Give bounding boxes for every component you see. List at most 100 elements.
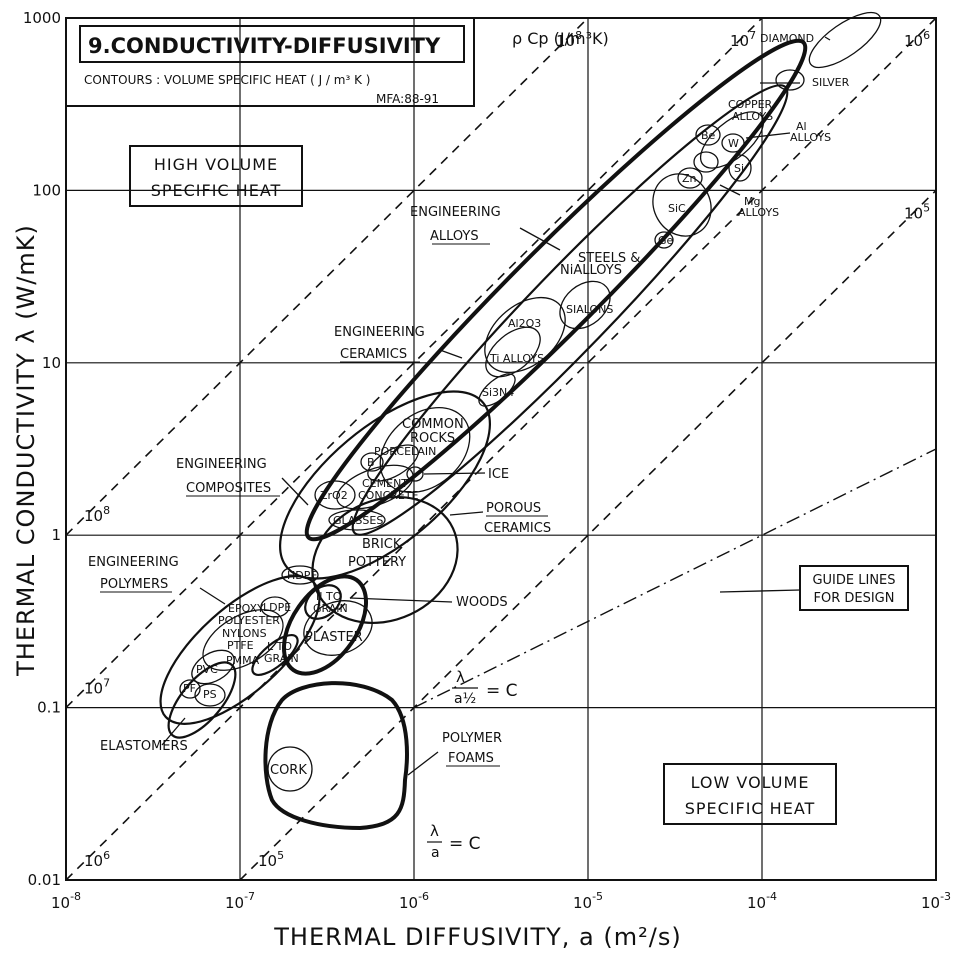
contour-line <box>65 17 589 536</box>
elastomers-envelope <box>167 661 237 739</box>
y-tick-label: 1 <box>51 526 61 544</box>
high-heat-line-1: HIGH VOLUME <box>154 155 278 174</box>
si-label: Si <box>734 162 744 175</box>
w-label: W <box>728 137 739 150</box>
low-heat-line-2: SPECIFIC HEAT <box>685 799 816 818</box>
x-tick-exponent: -4 <box>766 890 777 903</box>
alloys-label-2: ALLOYS <box>430 229 479 244</box>
elastomers-label: ELASTOMERS <box>100 739 188 754</box>
epoxy-label-2: POLYESTER <box>218 614 280 627</box>
ldpe-bubble <box>260 596 290 618</box>
ti-alloys-label: Ti ALLOYS <box>489 352 544 365</box>
x-tick-exponent: -6 <box>418 890 429 903</box>
hdpe-label: HDPE <box>287 569 317 582</box>
x-tick-exponent: -3 <box>940 890 951 903</box>
mg-alloys-label-1: Mg <box>744 195 760 208</box>
low-heat-frame <box>663 763 837 825</box>
contour-label: 107 <box>84 677 110 698</box>
be-label: Be <box>701 129 716 142</box>
ii-grain-label-2: GRAIN <box>313 602 348 615</box>
sqrt-formula-num: λ <box>456 668 465 686</box>
alloys-envelope <box>304 38 808 542</box>
guide-line-sqrt <box>413 448 937 709</box>
sqrt-formula-rhs: = C <box>486 681 518 701</box>
foams-label-2: FOAMS <box>448 751 494 766</box>
cork-label: CORK <box>270 763 307 778</box>
y-tick-label: 0.1 <box>37 699 61 717</box>
elastomers-leader <box>161 717 186 746</box>
ge-label: Ge <box>658 234 674 247</box>
x-axis-title: THERMAL DIFFUSIVITY, a (m²/s) <box>273 923 681 951</box>
guide-box: GUIDE LINES FOR DESIGN <box>799 565 909 611</box>
si-bubble <box>728 154 752 182</box>
y-tick-label: 0.01 <box>28 871 61 889</box>
steels-label-1: STEELS & <box>578 251 640 266</box>
epoxy-label-1: EPOXY <box>228 602 264 615</box>
l-grain-label-1: L TO <box>267 640 292 653</box>
porous-label-1: POROUS <box>486 501 541 516</box>
material-bubbles <box>179 11 882 792</box>
y-tick-label: 1000 <box>23 9 61 27</box>
alloys-leader <box>519 227 561 251</box>
sqrt-formula: λ a½ = C <box>452 668 518 707</box>
contour-label-exponent: 5 <box>277 849 284 862</box>
guide-frame <box>799 565 909 611</box>
plot-frame <box>65 17 937 881</box>
polymers-label-2: POLYMERS <box>100 577 168 592</box>
nylons-label-1: NYLONS <box>222 627 267 640</box>
x-tick-label: 10-8 <box>51 890 81 912</box>
silver-label: SILVER <box>812 76 850 89</box>
x-tick-label: 10-4 <box>747 890 777 912</box>
b-label: B <box>367 456 375 469</box>
ti-bubble <box>485 326 541 378</box>
l-grain-bubble <box>251 634 299 676</box>
sialons-bubble <box>559 280 611 330</box>
pf-label: PF <box>183 682 196 695</box>
brick-label-2: POTTERY <box>348 555 406 570</box>
ceramics-label-1: ENGINEERING <box>334 325 425 340</box>
al2o3-label: Al2O3 <box>508 317 541 330</box>
zn-label: Zn <box>682 172 697 185</box>
contour-label-exponent: 7 <box>749 29 756 42</box>
ice-bubble <box>406 466 424 482</box>
porous-envelope <box>311 495 459 625</box>
zn-bubble <box>677 167 703 189</box>
porous-label-2: CERAMICS <box>484 521 551 536</box>
pf-bubble <box>179 679 201 699</box>
contour-label: 105 <box>258 849 284 870</box>
nylons-label-2: PTFE <box>227 639 254 652</box>
low-heat-box: LOW VOLUME SPECIFIC HEAT <box>663 763 837 825</box>
high-heat-frame <box>129 145 303 207</box>
y-tick-label: 10 <box>42 354 61 372</box>
x-tick-exponent: -8 <box>70 890 81 903</box>
porous-leader <box>449 511 484 516</box>
contour-label: 106 <box>904 29 930 50</box>
grid <box>66 18 936 880</box>
contour-label: 105 <box>904 201 930 222</box>
composites-leader <box>281 477 309 506</box>
ceramics-label-2: CERAMICS <box>340 347 407 362</box>
ldpe-label: LDPE <box>263 601 291 614</box>
composites-envelope <box>278 390 492 580</box>
contour-label-exponent: 8 <box>103 504 110 517</box>
rocks-label-2: ROCKS <box>410 431 455 446</box>
title-box: 9.CONDUCTIVITY-DIFFUSIVITY CONTOURS : VO… <box>65 17 475 107</box>
material-envelopes <box>159 38 808 831</box>
guide-label-1: GUIDE LINES <box>812 573 895 588</box>
zro2-label: ZrO2 <box>320 489 348 502</box>
al-alloys-label-1: Al <box>796 120 807 133</box>
foams-envelope <box>263 681 409 831</box>
x-tick-label: 10-7 <box>225 890 255 912</box>
foams-label-1: POLYMER <box>442 731 502 746</box>
low-heat-line-1: LOW VOLUME <box>691 773 810 792</box>
contour-label-exponent: 7 <box>103 677 110 690</box>
steels-label-2: NiALLOYS <box>560 263 622 278</box>
guide-line <box>413 448 937 709</box>
b-bubble <box>360 452 384 472</box>
contour-label: 106 <box>84 849 110 870</box>
ii-grain-bubble <box>304 584 342 620</box>
woods-leader <box>349 597 453 603</box>
contour-label-exponent: 6 <box>103 849 110 862</box>
